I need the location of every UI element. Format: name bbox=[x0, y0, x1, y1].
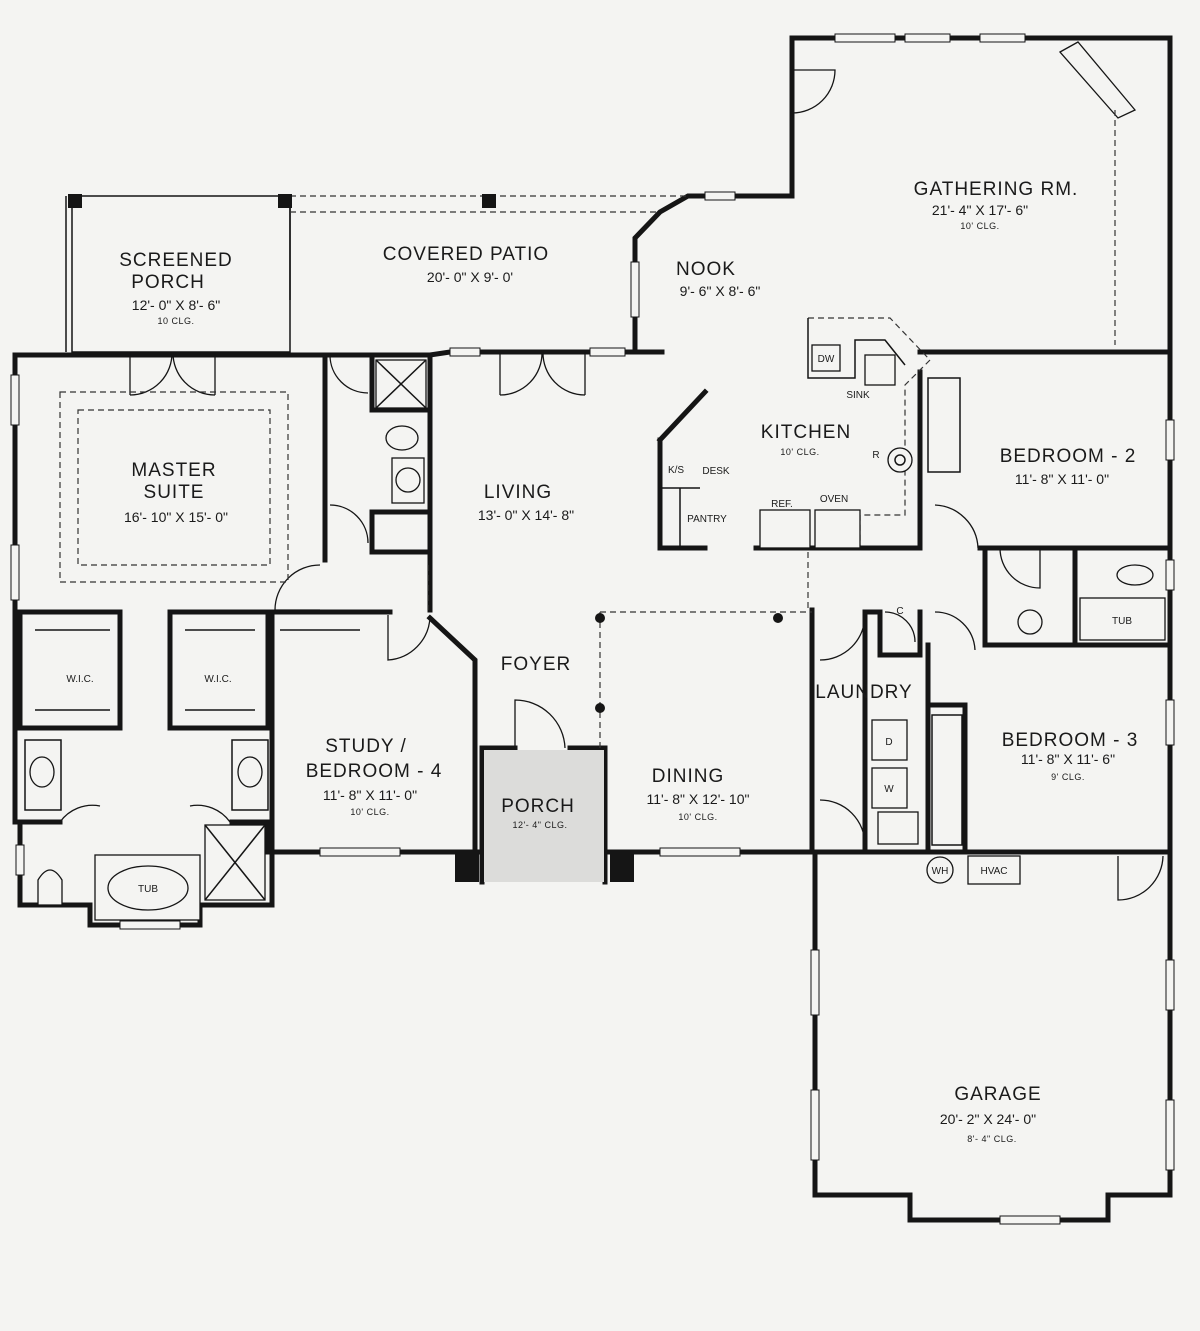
bedroom-3-name: BEDROOM - 3 bbox=[1002, 730, 1139, 751]
door-swing bbox=[791, 69, 836, 114]
desk-label: DESK bbox=[702, 466, 730, 477]
door-swing bbox=[999, 547, 1041, 589]
screened-porch-dim: 12'- 0" X 8'- 6" bbox=[132, 297, 220, 313]
gathering-room-name: GATHERING RM. bbox=[914, 179, 1079, 200]
dining-column bbox=[595, 703, 605, 713]
nook-name: NOOK bbox=[676, 259, 736, 280]
dryer-label: D bbox=[885, 737, 892, 748]
kitchen-name: KITCHEN bbox=[761, 422, 851, 443]
room-labels: SCREENED PORCH 12'- 0" X 8'- 6" 10 CLG. … bbox=[119, 179, 1139, 1144]
water-heater-label: WH bbox=[932, 866, 949, 877]
door-swing bbox=[884, 611, 916, 643]
bedroom-3-clg: 9' CLG. bbox=[1051, 772, 1085, 782]
door-swing bbox=[934, 611, 976, 651]
foyer-name: FOYER bbox=[501, 654, 571, 675]
door-swing bbox=[819, 614, 866, 661]
windows bbox=[10, 33, 1175, 1225]
screened-porch-clg: 10 CLG. bbox=[157, 316, 194, 326]
porch-post bbox=[278, 194, 292, 208]
french-door bbox=[129, 351, 216, 396]
bedroom-3-dim: 11'- 8" X 11'- 6" bbox=[1021, 751, 1115, 767]
garage-door-swing bbox=[1117, 855, 1164, 901]
master-suite-dim: 16'- 10" X 15'- 0" bbox=[124, 509, 228, 525]
wic-label: W.I.C. bbox=[204, 674, 231, 685]
tub-label: TUB bbox=[138, 884, 158, 895]
living-name: LIVING bbox=[484, 482, 552, 503]
study-dim: 11'- 8" X 11'- 0" bbox=[323, 787, 417, 803]
garage-clg: 8'- 4" CLG. bbox=[967, 1134, 1016, 1144]
porch-post bbox=[68, 194, 82, 208]
hvac-label: HVAC bbox=[980, 866, 1007, 877]
dining-name: DINING bbox=[652, 766, 725, 787]
range-label: R bbox=[872, 450, 879, 461]
porch-name: PORCH bbox=[501, 796, 575, 817]
gathering-room-clg: 10' CLG. bbox=[960, 221, 999, 231]
door-swing bbox=[819, 799, 866, 846]
dining-dim: 11'- 8" X 12'- 10" bbox=[647, 791, 750, 807]
door-swing bbox=[387, 615, 431, 661]
study-clg: 10' CLG. bbox=[350, 807, 389, 817]
covered-patio-dim: 20'- 0" X 9'- 0' bbox=[427, 269, 513, 285]
doors bbox=[59, 69, 1164, 901]
nook-dim: 9'- 6" X 8'- 6" bbox=[680, 283, 761, 299]
fixture-labels: W.I.C. W.I.C. TUB TUB DW SINK R REF. OVE… bbox=[66, 354, 1132, 895]
refrigerator-label: REF. bbox=[771, 499, 793, 510]
bedroom-2-dim: 11'- 8" X 11'- 0" bbox=[1015, 471, 1109, 487]
washer-label: W bbox=[884, 784, 894, 795]
kitchen-clg: 10' CLG. bbox=[780, 447, 819, 457]
dishwasher-label: DW bbox=[818, 354, 835, 365]
closet-label: C bbox=[896, 606, 903, 617]
porch-structures bbox=[65, 194, 812, 882]
pantry-label: PANTRY bbox=[687, 514, 727, 525]
dining-column bbox=[773, 613, 783, 623]
master-suite-name: MASTER bbox=[131, 460, 216, 481]
master-suite-name-2: SUITE bbox=[144, 482, 205, 503]
study-name: STUDY / bbox=[325, 736, 407, 757]
screened-porch-name: SCREENED bbox=[119, 250, 233, 271]
living-dim: 13'- 0" X 14'- 8" bbox=[478, 507, 574, 523]
garage-name: GARAGE bbox=[954, 1084, 1041, 1105]
fixtures bbox=[24, 41, 1166, 921]
ks-label: K/S bbox=[668, 465, 684, 476]
wic-label: W.I.C. bbox=[66, 674, 93, 685]
door-swing bbox=[189, 804, 231, 823]
door-swing bbox=[329, 354, 369, 394]
door-swing bbox=[59, 804, 101, 823]
study-name-2: BEDROOM - 4 bbox=[306, 761, 443, 782]
patio-post bbox=[482, 194, 496, 208]
screened-porch-name-2: PORCH bbox=[131, 272, 205, 293]
gathering-room-dim: 21'- 4" X 17'- 6" bbox=[932, 202, 1028, 218]
porch-clg: 12'- 4" CLG. bbox=[513, 820, 568, 830]
door-swing bbox=[934, 504, 979, 549]
door-swing bbox=[329, 504, 369, 544]
walls bbox=[12, 35, 1173, 1223]
entry-porch-floor bbox=[484, 750, 604, 882]
dining-clg: 10' CLG. bbox=[678, 812, 717, 822]
bedroom-2-name: BEDROOM - 2 bbox=[1000, 446, 1137, 467]
garage-dim: 20'- 2" X 24'- 0" bbox=[940, 1111, 1036, 1127]
front-door bbox=[514, 699, 566, 749]
dining-column bbox=[595, 613, 605, 623]
sink-label: SINK bbox=[846, 390, 870, 401]
french-door bbox=[499, 351, 586, 396]
oven-label: OVEN bbox=[820, 494, 848, 505]
tub-label: TUB bbox=[1112, 616, 1132, 627]
door-swing bbox=[274, 564, 321, 611]
covered-patio-name: COVERED PATIO bbox=[383, 244, 549, 265]
laundry-name: LAUNDRY bbox=[815, 682, 912, 703]
